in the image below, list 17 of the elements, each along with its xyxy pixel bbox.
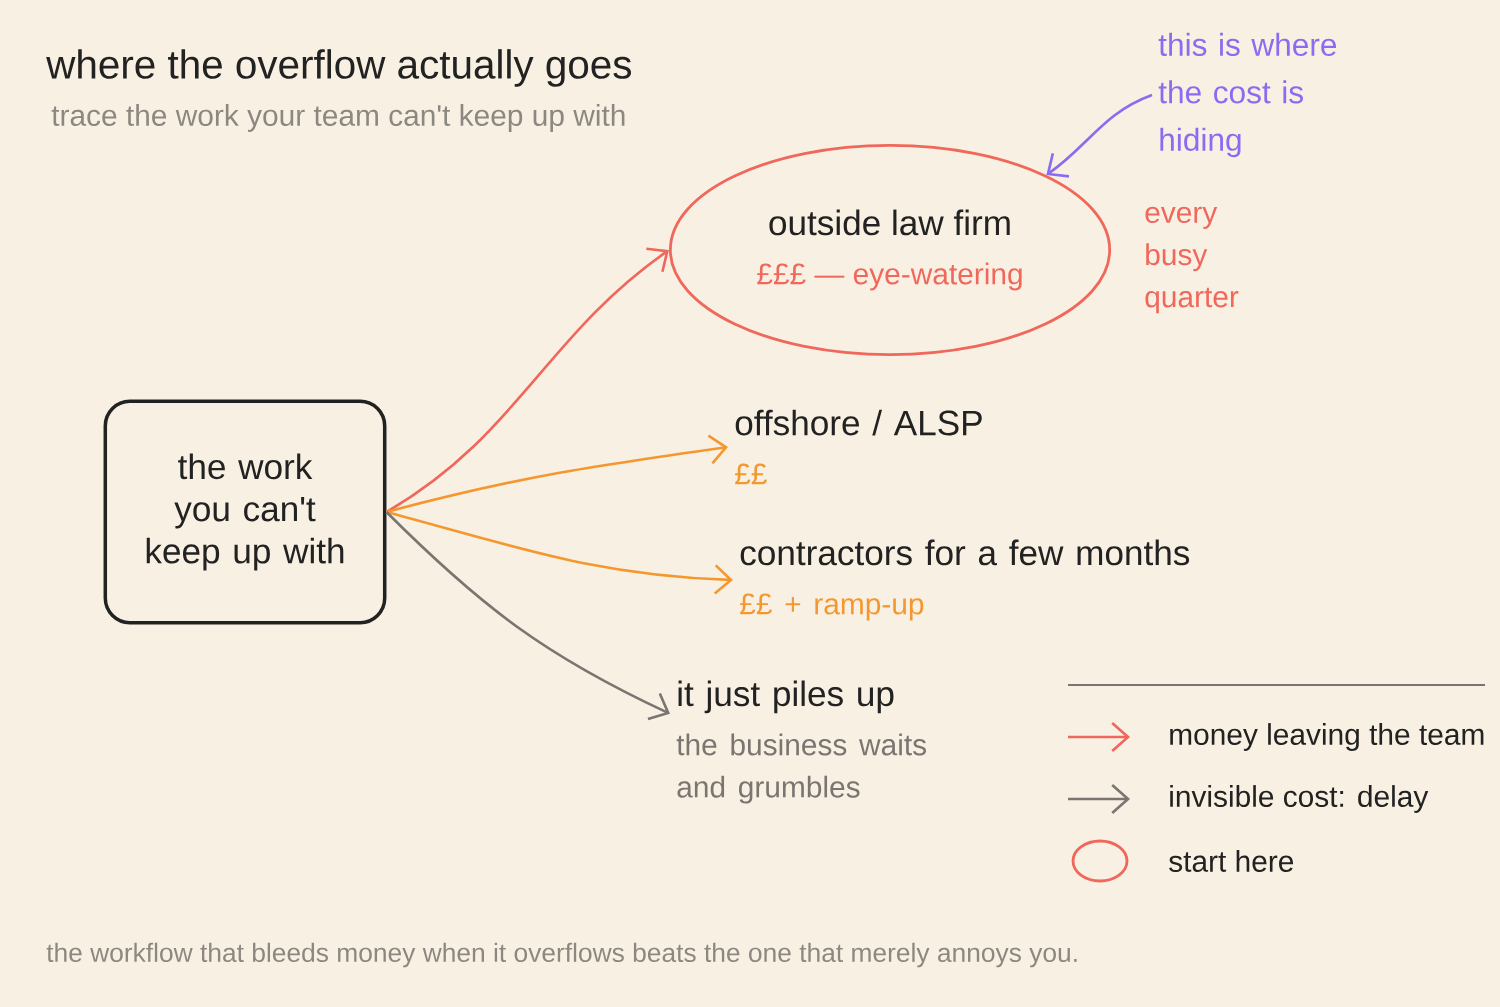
option-text: it just piles up the business waits and grumbles: [676, 680, 927, 804]
arrow: [385, 511, 670, 721]
arrow: [1046, 93, 1153, 178]
legend-text: money leaving the team: [1170, 723, 1484, 751]
caption: the workflow that bleeds money when it overflows beats the one that merely annoys you.: [46, 942, 1077, 968]
title: where the overflow actually goes: [46, 49, 631, 87]
annotation-text: this is where the cost is hiding: [1158, 32, 1337, 158]
arrow: [385, 247, 669, 514]
option-text: offshore / ALSP ££: [735, 409, 982, 485]
side-note: every busy quarter: [1145, 206, 1239, 314]
subtitle: trace the work your team can't keep up with: [51, 104, 625, 132]
legend-text: invisible cost: delay: [1170, 785, 1429, 813]
arrow: [386, 510, 733, 595]
arrow: [386, 434, 728, 514]
legend-text: start here: [1169, 850, 1294, 872]
option-text: contractors for a few months ££ + ramp-up: [740, 539, 1190, 621]
work-box: the work you can't keep up with: [103, 399, 387, 625]
